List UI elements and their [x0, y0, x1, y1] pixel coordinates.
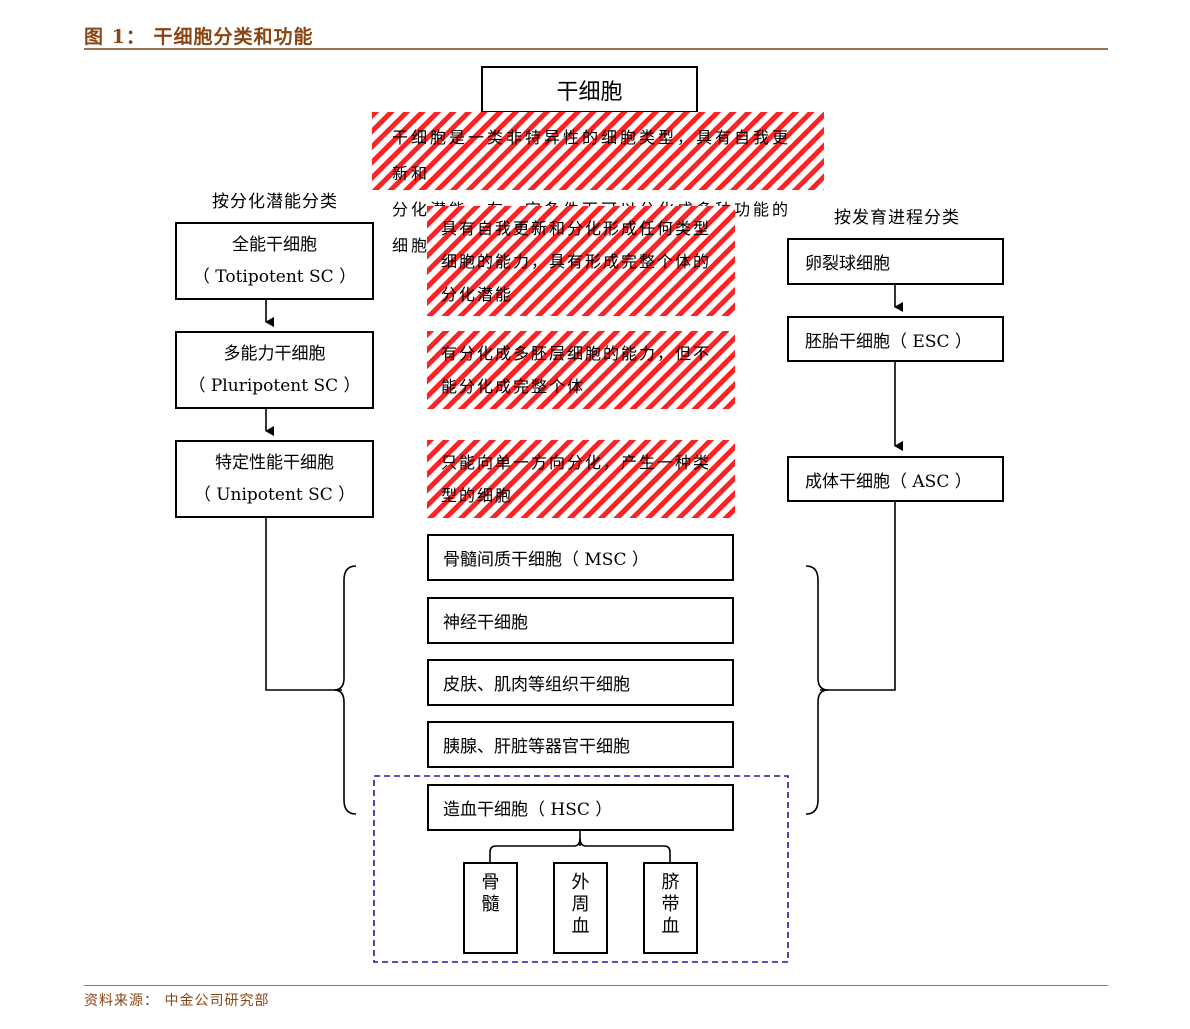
development-label: 成体干细胞（ ASC ）: [805, 471, 972, 492]
left-brace: [333, 565, 357, 815]
potency-english: （ Pluripotent SC ）: [188, 376, 361, 396]
potency-name: 多能力干细胞: [223, 344, 326, 364]
right-connector: [820, 502, 896, 691]
source-note: 资料来源： 中金公司研究部: [84, 993, 270, 1009]
potency-name: 特定性能干细胞: [215, 453, 334, 473]
adult-type-label: 造血干细胞（ HSC ）: [443, 800, 613, 820]
right-heading: 按发育进程分类: [834, 208, 960, 228]
source-char: 血: [571, 916, 590, 937]
potency-english: （ Unipotent SC ）: [193, 485, 356, 505]
description-line: 分化潜能: [441, 285, 514, 304]
development-box-blastomere: 卵裂球细胞: [787, 238, 1004, 285]
adult-type-box-hsc: 造血干细胞（ HSC ）: [427, 784, 734, 831]
potency-english: （ Totipotent SC ）: [192, 267, 357, 287]
development-label: 胚胎干细胞（ ESC ）: [805, 331, 972, 352]
pluripotent-description: 有分化成多胚层细胞的能力，但不 能分化成完整个体: [427, 331, 735, 409]
adult-type-box-neural: 神经干细胞: [427, 597, 734, 644]
potency-box-pluripotent: 多能力干细胞 （ Pluripotent SC ）: [175, 331, 374, 409]
source-char: 带: [661, 894, 680, 915]
potency-box-unipotent: 特定性能干细胞 （ Unipotent SC ）: [175, 440, 374, 518]
development-box-esc: 胚胎干细胞（ ESC ）: [787, 316, 1004, 362]
development-box-asc: 成体干细胞（ ASC ）: [787, 456, 1004, 502]
left-connector: [265, 518, 342, 691]
description-line: 能分化成完整个体: [441, 377, 586, 396]
adult-type-label: 骨髓间质干细胞（ MSC ）: [443, 550, 649, 570]
description-line: 有分化成多胚层细胞的能力，但不: [441, 344, 712, 363]
definition-line-1: 干细胞是一类非特异性的细胞类型，具有自我更新和: [392, 128, 792, 183]
adult-type-box-tissue: 皮肤、肌肉等组织干细胞: [427, 659, 734, 706]
hsc-source-peripheral-blood: 外 周 血: [553, 862, 608, 954]
totipotent-description: 具有自我更新和分化形成任何类型 细胞的能力，具有形成完整个体的 分化潜能: [427, 206, 735, 316]
top-rule: [84, 48, 1108, 50]
development-label: 卵裂球细胞: [805, 254, 890, 274]
unipotent-description: 只能向单一方向分化，产生一种类 型的细胞: [427, 440, 735, 518]
source-char: 脐: [661, 872, 680, 893]
description-line: 具有自我更新和分化形成任何类型: [441, 219, 712, 238]
left-heading: 按分化潜能分类: [212, 192, 338, 212]
hsc-source-bone-marrow: 骨 髓: [463, 862, 518, 954]
bottom-rule: [84, 985, 1108, 986]
source-char: 骨: [481, 872, 500, 893]
description-line: 型的细胞: [441, 486, 514, 505]
source-char: 血: [661, 916, 680, 937]
adult-type-label: 皮肤、肌肉等组织干细胞: [443, 675, 630, 695]
definition-block: 干细胞是一类非特异性的细胞类型，具有自我更新和 分化潜能，在一定条件下可以分化成…: [372, 112, 824, 255]
adult-type-box-msc: 骨髓间质干细胞（ MSC ）: [427, 534, 734, 581]
adult-type-label: 胰腺、肝脏等器官干细胞: [443, 737, 630, 757]
description-line: 只能向单一方向分化，产生一种类: [441, 453, 712, 472]
figure-title: 图 1： 干细胞分类和功能: [84, 26, 314, 48]
root-label: 干细胞: [556, 79, 623, 105]
adult-type-box-organ: 胰腺、肝脏等器官干细胞: [427, 721, 734, 768]
adult-type-label: 神经干细胞: [443, 613, 528, 633]
hsc-source-cord-blood: 脐 带 血: [643, 862, 698, 954]
source-char: 髓: [481, 894, 500, 915]
potency-name: 全能干细胞: [232, 235, 317, 255]
potency-box-totipotent: 全能干细胞 （ Totipotent SC ）: [175, 222, 374, 300]
source-char: 周: [571, 894, 590, 915]
right-brace: [805, 565, 829, 815]
source-char: 外: [571, 872, 590, 893]
description-line: 细胞的能力，具有形成完整个体的: [441, 252, 712, 271]
root-box: 干细胞: [481, 66, 698, 113]
